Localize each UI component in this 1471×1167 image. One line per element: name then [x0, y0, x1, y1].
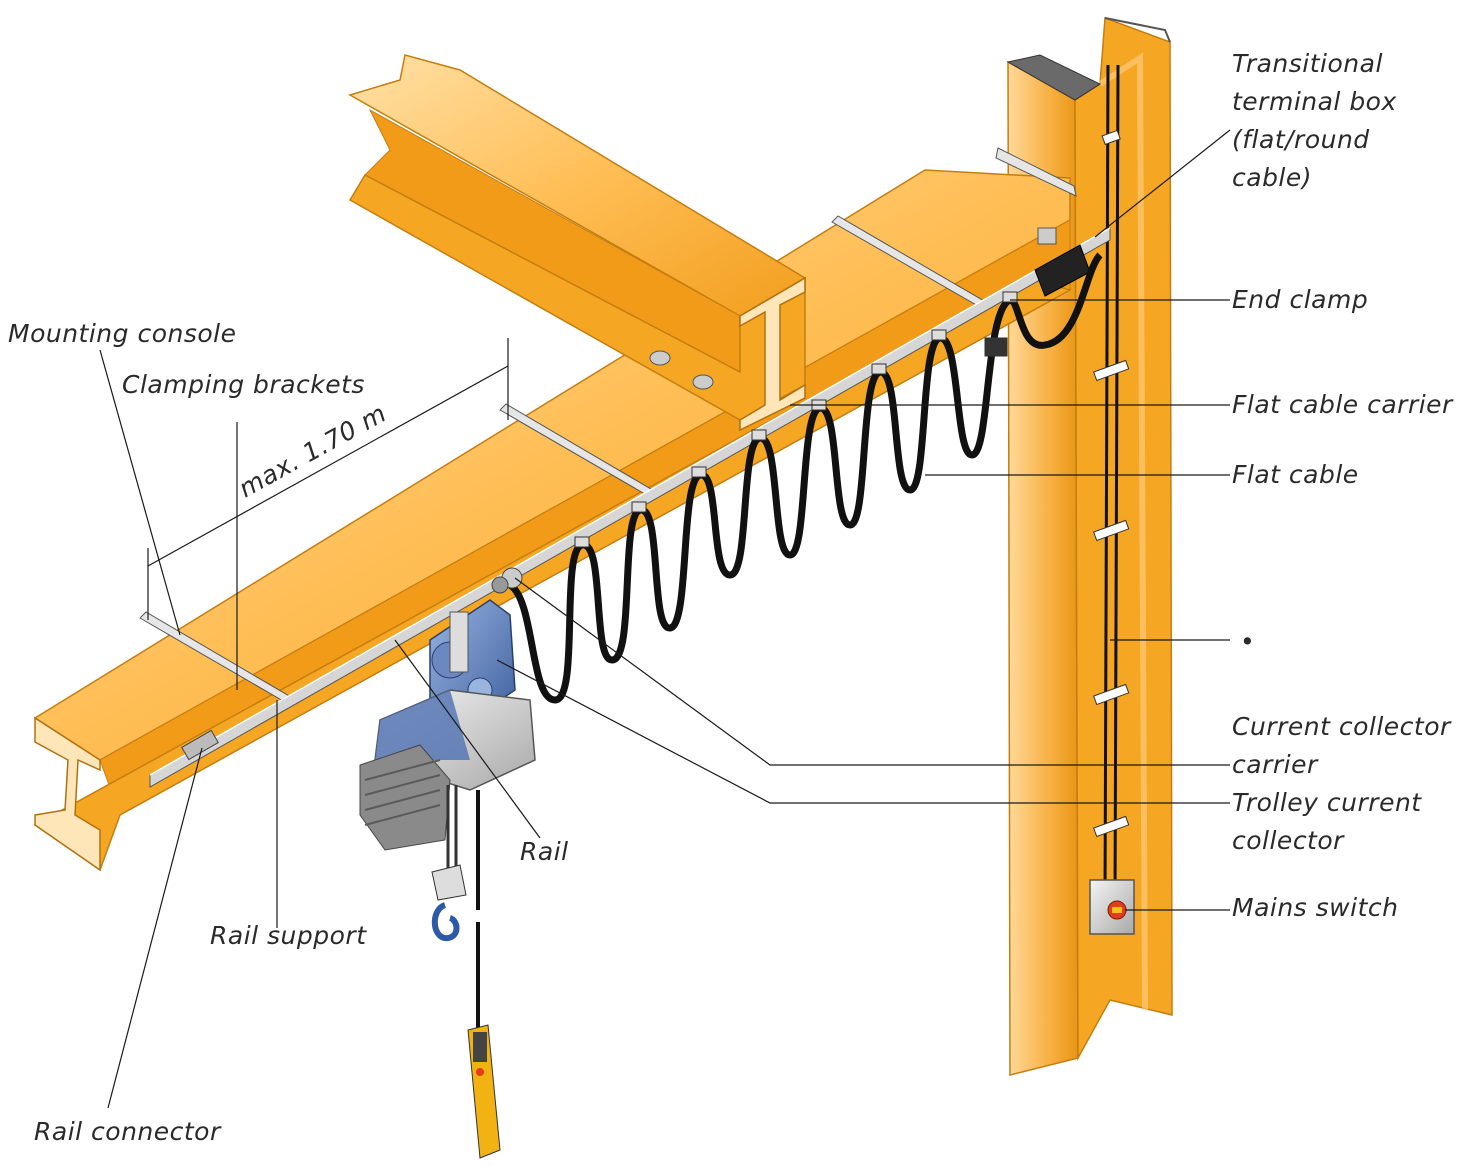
- label-flat-cable-carrier: Flat cable carrier: [1232, 390, 1454, 419]
- label-transitional-box-line3: (flat/round: [1232, 125, 1370, 154]
- label-trolley-current-collector-line1: Trolley current: [1232, 788, 1422, 817]
- leader-lines: [99, 129, 1231, 1109]
- label-bullet: •: [1240, 627, 1255, 656]
- label-mains-switch: Mains switch: [1232, 893, 1398, 922]
- labels: Transitional terminal box (flat/round ca…: [8, 49, 1454, 1146]
- label-transitional-box-line4: cable): [1232, 163, 1312, 192]
- label-end-clamp: End clamp: [1232, 285, 1368, 314]
- label-mounting-console: Mounting console: [8, 319, 237, 348]
- label-flat-cable: Flat cable: [1232, 460, 1359, 489]
- mounting-consoles: [139, 147, 1077, 706]
- cross-beam: [348, 54, 807, 432]
- label-transitional-box-line2: terminal box: [1232, 87, 1397, 116]
- label-current-collector-carrier-line1: Current collector: [1232, 712, 1452, 741]
- label-transitional-box-line1: Transitional: [1232, 49, 1383, 78]
- label-clamping-brackets: Clamping brackets: [122, 370, 365, 399]
- label-rail: Rail: [520, 837, 569, 866]
- label-rail-connector: Rail connector: [34, 1117, 222, 1146]
- column-cable: [1093, 64, 1130, 901]
- mains-switch: [1089, 879, 1135, 935]
- label-rail-support: Rail support: [210, 921, 367, 950]
- label-trolley-current-collector-line2: collector: [1232, 826, 1345, 855]
- flat-cable: [507, 252, 1103, 704]
- rail: [149, 227, 1111, 788]
- label-current-collector-carrier-line2: carrier: [1232, 750, 1319, 779]
- label-dimension: max. 1.70 m: [234, 398, 391, 503]
- hoist: [359, 567, 536, 1159]
